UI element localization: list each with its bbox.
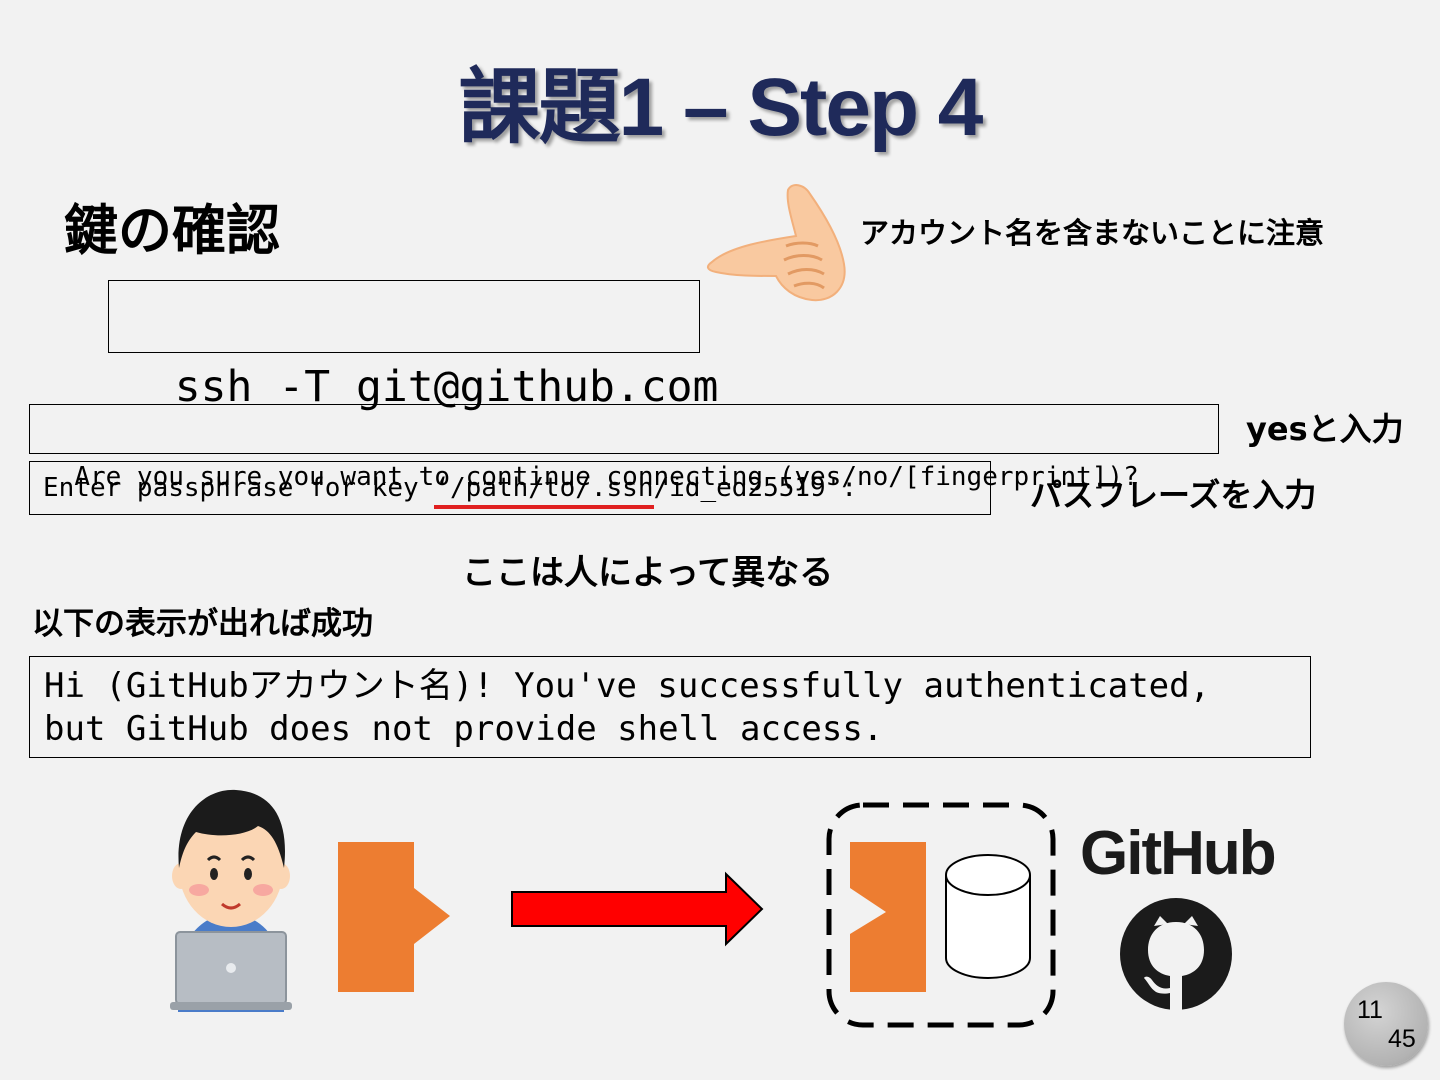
slide-title: 課題1 – Step 4 (458, 62, 984, 153)
server-group (826, 802, 1056, 1028)
path-note: ここは人によって異なる (462, 553, 834, 593)
success-line-2: but GitHub does not provide shell access… (44, 709, 884, 749)
command-box: ssh -T git@github.com (108, 280, 718, 412)
database-icon (945, 854, 1031, 979)
github-octocat-icon (1120, 898, 1232, 1010)
private-key-icon (338, 842, 450, 992)
page-current: 11 (1357, 996, 1383, 1024)
page-number-badge: 11 45 (1344, 982, 1428, 1066)
prompt-yes-box: Are you sure you want to continue connec… (29, 404, 1219, 492)
arrow-right-icon (511, 871, 764, 947)
callout-note: アカウント名を含まないことに注意 (860, 216, 1325, 250)
prompt-yes-note: yesと入力 (1246, 410, 1404, 448)
success-line-1: Hi (GitHubアカウント名)! You've successfully a… (44, 666, 1211, 706)
success-heading: 以下の表示が出れば成功 (32, 606, 373, 642)
prompt-pass-box: Enter passphrase for key ‘/path/to/.ssh/… (29, 461, 991, 515)
command-text: ssh -T git@github.com (174, 362, 719, 412)
page-total: 45 (1388, 1025, 1416, 1053)
prompt-pass-suffix: /id_ed25519': (653, 473, 858, 503)
public-key-icon (850, 842, 926, 992)
success-box: Hi (GitHubアカウント名)! You've successfully a… (29, 656, 1311, 758)
github-wordmark: GitHub (1080, 819, 1277, 888)
section-heading: 鍵の確認 (64, 199, 280, 262)
user-laptop-icon (170, 789, 292, 1012)
prompt-pass-note: パスフレーズを入力 (1030, 476, 1317, 514)
pointing-hand-icon (706, 184, 846, 302)
prompt-pass-prefix: Enter passphrase for key (43, 473, 435, 503)
prompt-pass-path: ‘/path/to/.ssh (434, 473, 654, 503)
